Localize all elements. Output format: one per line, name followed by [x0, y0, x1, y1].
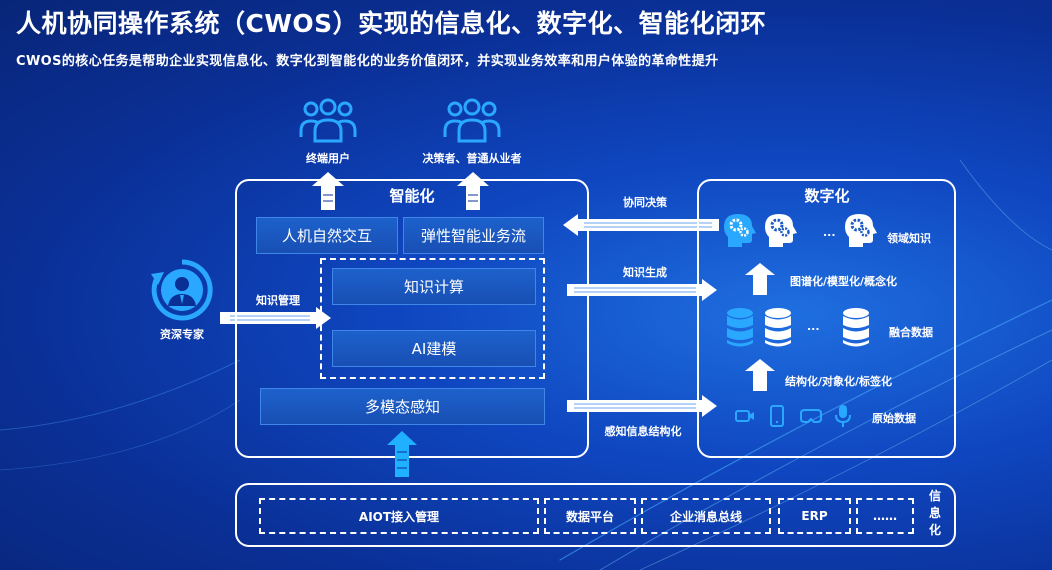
multimodal-perception-box: 多模态感知: [260, 388, 545, 425]
up-arrow-from-info-icon: [387, 431, 417, 477]
knowledge-management-label: 知识管理: [256, 294, 300, 307]
domain-knowledge-ellipsis: ...: [823, 226, 836, 239]
domain-knowledge-label: 领域知识: [887, 232, 931, 245]
raw-data-label: 原始数据: [872, 412, 916, 425]
database-icon-3: [843, 308, 869, 347]
info-panel-title: 信息化: [929, 489, 942, 537]
microphone-icon: [835, 405, 851, 427]
nl-interaction-box: 人机自然交互: [256, 217, 398, 254]
up-arrow-structuring-step-icon: [745, 359, 775, 391]
structure-object-tag-label: 结构化/对象化/标签化: [785, 375, 893, 388]
info-item-more: ……: [856, 498, 914, 534]
ai-modeling-box: AI建模: [332, 330, 536, 367]
expert-avatar-icon: [151, 259, 213, 321]
knowledge-generation-label: 知识生成: [623, 266, 667, 279]
fused-data-ellipsis: ...: [807, 320, 820, 333]
up-arrow-to-end-user-icon: [312, 172, 344, 210]
info-item-erp: ERP: [778, 498, 851, 534]
collab-decision-label: 协同决策: [623, 196, 667, 209]
decision-makers-group-icon: [443, 98, 501, 143]
fused-data-label: 融合数据: [889, 326, 933, 339]
page-subtitle: CWOS的核心任务是帮助企业实现信息化、数字化到智能化的业务价值闭环，并实现业务…: [16, 54, 719, 69]
up-arrow-knowledge-step-icon: [745, 263, 775, 295]
brain-head-icon-1: [724, 214, 756, 247]
info-item-aiot: AIOT接入管理: [259, 498, 539, 534]
up-arrow-to-decision-makers-icon: [457, 172, 489, 210]
perception-structuring-label: 感知信息结构化: [604, 425, 682, 438]
end-user-label: 终端用户: [306, 152, 350, 165]
camera-icon: [735, 410, 754, 422]
end-user-group-icon: [299, 98, 357, 143]
knowledge-compute-box: 知识计算: [332, 268, 536, 305]
knowledge-ai-dashed-group: [320, 258, 545, 379]
intelligent-panel-title: 智能化: [389, 187, 435, 205]
decision-makers-label: 决策者、普通从业者: [422, 152, 522, 165]
info-panel: [235, 483, 956, 547]
digital-panel-title: 数字化: [804, 187, 850, 205]
page-title: 人机协同操作系统（CWOS）实现的信息化、数字化、智能化闭环: [16, 9, 767, 38]
expert-label: 资深专家: [160, 328, 204, 341]
info-item-data-platform: 数据平台: [544, 498, 636, 534]
vr-headset-icon: [800, 409, 822, 423]
brain-head-icon-2: [765, 214, 797, 247]
database-icon-2: [765, 308, 791, 347]
intelligent-panel: [235, 179, 589, 458]
info-item-message-bus: 企业消息总线: [641, 498, 771, 534]
phone-icon: [770, 405, 784, 427]
knowledge-generation-arrow-icon: [567, 279, 717, 301]
brain-head-icon-3: [845, 214, 877, 247]
elastic-workflow-box: 弹性智能业务流: [403, 217, 544, 254]
database-icon-1: [727, 308, 753, 347]
perception-structuring-arrow-icon: [567, 395, 717, 417]
collab-decision-arrow-icon: [563, 214, 719, 236]
digital-panel: [697, 179, 956, 458]
graph-model-concept-label: 图谱化/模型化/概念化: [790, 275, 898, 288]
knowledge-management-arrow-icon: [220, 307, 331, 329]
